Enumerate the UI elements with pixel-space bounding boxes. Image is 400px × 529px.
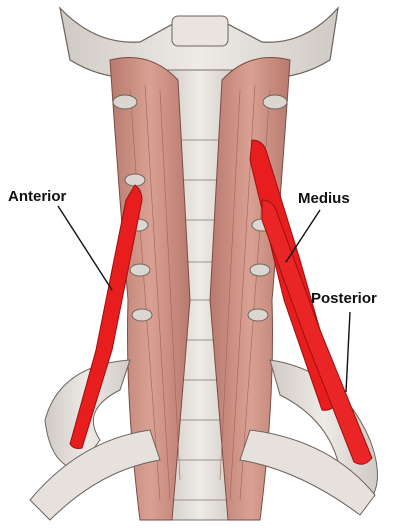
anterior-leader [57,205,113,291]
basilar-process [171,15,229,47]
label-medius: Medius [298,190,350,207]
label-posterior: Posterior [311,290,377,307]
longus-capitis-left [109,57,191,521]
medius-leader [285,209,321,263]
scalenus-anterior [69,184,143,449]
label-anterior: Anterior [8,188,67,205]
posterior-leader [345,311,351,393]
second-rib-left [29,429,161,521]
second-rib-right [239,429,376,516]
scalenus-posterior [261,199,373,465]
